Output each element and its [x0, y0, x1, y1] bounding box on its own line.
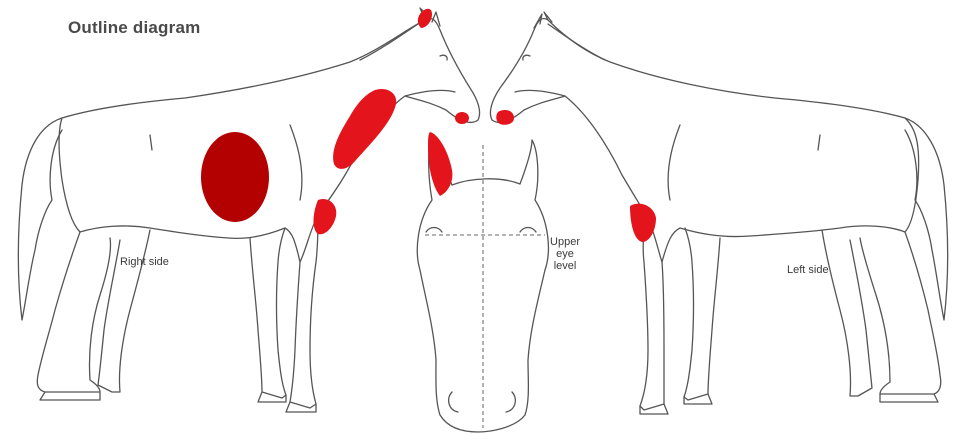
left-horse-eye	[523, 55, 530, 60]
right-side-whorl-patch	[201, 132, 269, 222]
front-head-ear-marking	[428, 132, 452, 196]
front-head-nostrils	[449, 392, 516, 412]
right-horse-fore-leg-near	[250, 228, 286, 398]
right-horse-hind-leg-far	[98, 230, 150, 392]
right-side-poll-marking	[418, 9, 432, 28]
markings	[201, 9, 656, 242]
left-horse-jaw	[515, 90, 565, 96]
left-horse-mane	[548, 24, 605, 60]
eye-level-label-line-1: Upper	[548, 236, 582, 248]
right-side-neck-marking	[333, 89, 396, 169]
eye-level-label-line-3: level	[548, 260, 582, 272]
right-horse-jaw	[405, 90, 455, 96]
right-side-forearm-marking	[314, 199, 337, 234]
right-side-muzzle-marking	[455, 112, 469, 124]
left-side-horse	[490, 12, 947, 414]
right-horse-tail	[18, 118, 62, 320]
right-horse-shoulder	[290, 125, 302, 200]
left-horse-fore-leg-near	[684, 228, 720, 400]
right-horse-body-outline	[59, 18, 480, 262]
left-side-label: Left side	[787, 264, 829, 276]
eye-level-label: Upper eye level	[548, 236, 582, 272]
left-horse-girth	[818, 135, 820, 150]
right-side-label: Right side	[120, 256, 169, 268]
right-horse-fore-leg-far	[290, 215, 318, 408]
eye-level-label-line-2: eye	[548, 248, 582, 260]
front-head-eyes	[426, 228, 536, 233]
left-side-muzzle-marking	[496, 110, 514, 125]
right-horse-eye	[440, 55, 447, 60]
right-horse-hooves	[40, 392, 316, 412]
left-side-forearm-marking	[630, 204, 656, 242]
right-horse-girth	[150, 135, 152, 150]
left-horse-hind-leg-near	[860, 232, 941, 394]
left-horse-shoulder	[668, 125, 680, 200]
left-horse-fore-leg-far	[640, 215, 664, 410]
left-horse-body-outline	[490, 18, 918, 262]
